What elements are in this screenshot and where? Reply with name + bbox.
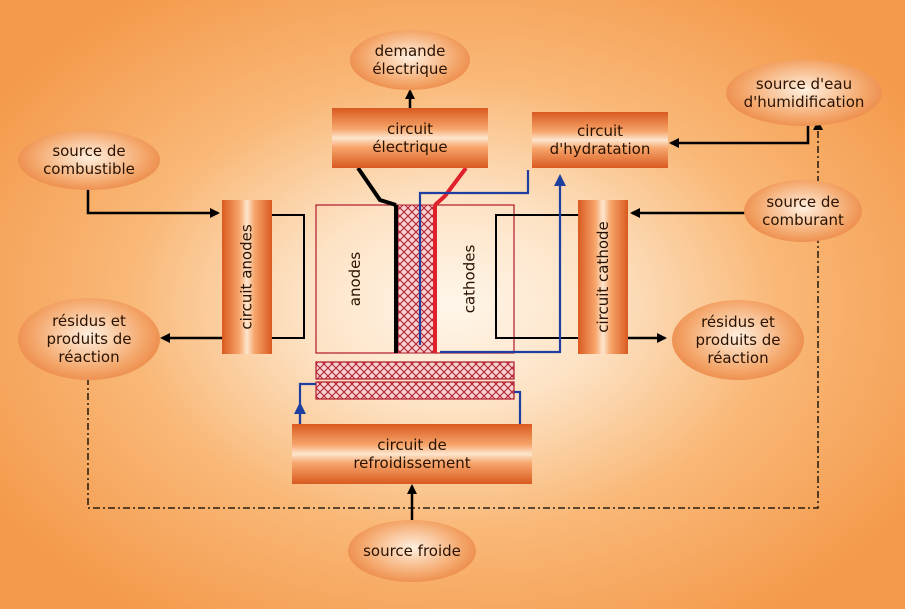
- circuit-hydratation-box: circuit d'hydratation: [532, 112, 668, 168]
- circuit-anodes-box: circuit anodes: [222, 200, 272, 354]
- arrow-combustible: [86, 188, 220, 218]
- demande-electrique-node: demande électrique: [350, 30, 470, 90]
- wire-red: [433, 166, 468, 207]
- residus-left-node: résidus et produits de réaction: [18, 298, 160, 380]
- cooling-in: [298, 382, 316, 424]
- wire-black: [356, 166, 397, 207]
- hydration-return: [440, 174, 566, 354]
- circuit-anodes-label: circuit anodes: [238, 224, 257, 330]
- source-comburant-node: source de comburant: [744, 180, 862, 242]
- cooling-plate-top: [315, 361, 515, 380]
- source-eau-node: source d'eau d'humidification: [726, 60, 882, 126]
- dashdot-loop: [87, 124, 819, 509]
- anodes-label: anodes: [346, 251, 365, 307]
- cathodes-area: cathodes: [444, 205, 494, 353]
- circuit-cathode-box: circuit cathode: [578, 200, 628, 354]
- cooling-plate-bottom: [315, 381, 515, 400]
- cathodes-label: cathodes: [460, 244, 479, 314]
- circuit-refroidissement-box: circuit de refroidissement: [292, 424, 532, 484]
- anodes-area: anodes: [330, 205, 380, 353]
- membrane: [397, 204, 435, 354]
- hydration-feed: [418, 170, 530, 345]
- residus-right-node: résidus et produits de réaction: [672, 300, 804, 380]
- cooling-out: [514, 390, 522, 424]
- circuit-electrique-box: circuit électrique: [332, 108, 488, 168]
- source-combustible-node: source de combustible: [18, 130, 160, 190]
- anode-loop: [272, 214, 305, 339]
- circuit-cathode-label: circuit cathode: [594, 221, 613, 333]
- arrow-eau: [669, 123, 810, 148]
- source-froide-node: source froide: [348, 520, 476, 582]
- cathode-loop: [495, 214, 578, 339]
